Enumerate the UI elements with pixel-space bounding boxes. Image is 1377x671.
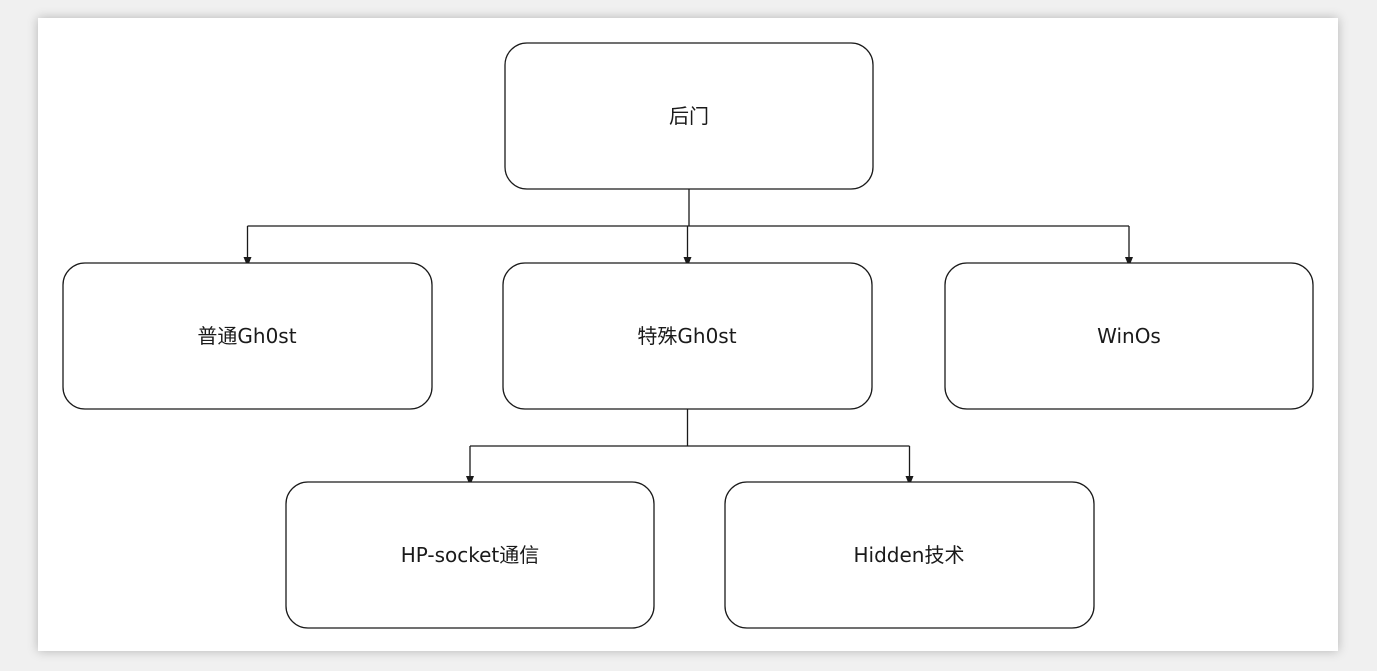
node-special-gh0st[interactable]: 特殊Gh0st bbox=[502, 262, 873, 410]
node-winos-label: WinOs bbox=[1097, 324, 1161, 348]
connectors bbox=[243, 189, 1133, 486]
node-hidden-tech-box[interactable] bbox=[724, 481, 1095, 629]
node-root-label: 后门 bbox=[669, 104, 709, 128]
node-special-gh0st-label: 特殊Gh0st bbox=[637, 324, 736, 348]
node-hp-socket-label: HP-socket通信 bbox=[401, 543, 540, 567]
node-normal-gh0st-label: 普通Gh0st bbox=[197, 324, 296, 348]
node-normal-gh0st-box[interactable] bbox=[62, 262, 433, 410]
node-hidden-tech[interactable]: Hidden技术 bbox=[724, 481, 1095, 629]
node-special-gh0st-box[interactable] bbox=[502, 262, 873, 410]
node-winos[interactable]: WinOs bbox=[944, 262, 1314, 410]
node-winos-box[interactable] bbox=[944, 262, 1314, 410]
node-hidden-tech-label: Hidden技术 bbox=[854, 543, 965, 567]
diagram-canvas: 后门 普通Gh0st 特殊Gh0st WinOs HP-socket通信 Hid… bbox=[38, 18, 1338, 651]
node-hp-socket-box[interactable] bbox=[285, 481, 655, 629]
node-hp-socket[interactable]: HP-socket通信 bbox=[285, 481, 655, 629]
node-normal-gh0st[interactable]: 普通Gh0st bbox=[62, 262, 433, 410]
node-root-box[interactable] bbox=[504, 42, 874, 190]
node-root[interactable]: 后门 bbox=[504, 42, 874, 190]
